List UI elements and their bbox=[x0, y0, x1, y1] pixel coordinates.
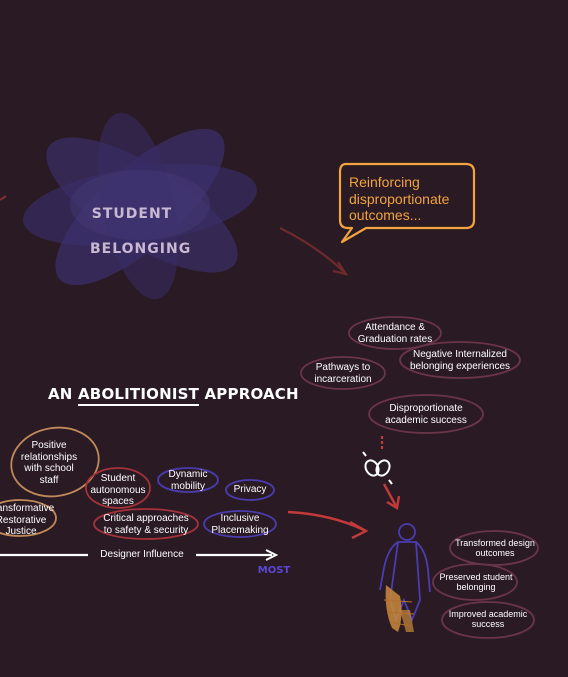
center-line-2: BELONGING bbox=[90, 241, 192, 258]
oval-pathways bbox=[300, 356, 386, 390]
callout-text: Reinforcing disproportionate outcomes... bbox=[349, 174, 450, 224]
oval-dynamic bbox=[157, 467, 219, 493]
heading-part-3: APPROACH bbox=[199, 385, 299, 403]
oval-transformative bbox=[0, 499, 57, 537]
oval-positive-relationships bbox=[10, 426, 100, 498]
oval-improved bbox=[441, 601, 535, 639]
student-belonging-title: STUDENT BELONGING bbox=[90, 190, 192, 273]
oval-inclusive bbox=[203, 510, 277, 538]
oval-preserved bbox=[432, 563, 518, 601]
edge-arrow-stub bbox=[0, 195, 7, 201]
label-transformed: Transformed design outcomes bbox=[455, 538, 535, 559]
oval-attendance bbox=[348, 316, 442, 350]
label-positive-relationships: Positive relationships with school staff bbox=[20, 440, 78, 486]
label-improved: Improved academic success bbox=[448, 609, 528, 630]
student-figure-illustration bbox=[379, 523, 431, 632]
center-line-1: STUDENT bbox=[91, 206, 173, 223]
heading-part-2: ABOLITIONIST bbox=[78, 385, 200, 406]
callout-bubble bbox=[338, 162, 476, 244]
oval-privacy bbox=[225, 479, 275, 501]
label-pathways: Pathways to incarceration bbox=[314, 362, 372, 385]
oval-disproportionate bbox=[368, 394, 484, 434]
student-belonging-flower bbox=[23, 112, 257, 300]
label-student-spaces: Student autonomous spaces bbox=[90, 473, 146, 507]
axis-label: Designer Influence bbox=[100, 549, 184, 560]
axis-arrowhead bbox=[265, 549, 279, 561]
oval-critical bbox=[93, 508, 199, 540]
label-preserved: Preserved student belonging bbox=[439, 572, 513, 593]
arrow-to-figure bbox=[287, 510, 365, 532]
label-critical: Critical approaches to safety & security bbox=[103, 513, 189, 536]
label-transformative: Transformative Restorative Justice bbox=[0, 503, 55, 537]
oval-student-spaces bbox=[85, 467, 151, 509]
broken-chain-icon bbox=[362, 451, 393, 485]
label-negative: Negative Internalized belonging experien… bbox=[409, 349, 511, 372]
label-inclusive: Inclusive Placemaking bbox=[211, 513, 269, 536]
section-heading: AN ABOLITIONIST APPROACH bbox=[48, 385, 299, 406]
label-dynamic-mobility: Dynamic mobility bbox=[168, 469, 208, 492]
oval-negative bbox=[399, 341, 521, 379]
arrow-to-outcomes bbox=[279, 227, 347, 275]
label-attendance: Attendance & Graduation rates bbox=[357, 322, 433, 345]
axis-end-label: MOST bbox=[257, 565, 291, 576]
label-privacy: Privacy bbox=[233, 484, 267, 495]
label-disproportionate: Disproportionate academic success bbox=[385, 403, 467, 426]
heading-part-1: AN bbox=[48, 385, 78, 403]
